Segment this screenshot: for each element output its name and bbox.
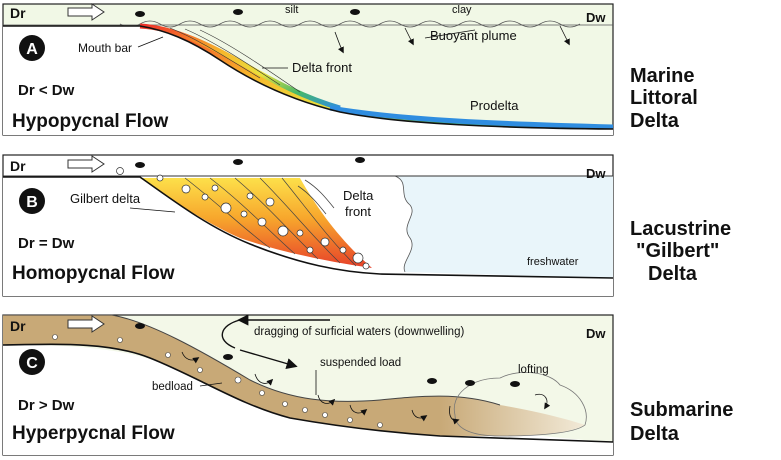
label-delta-front: Delta front: [292, 60, 352, 75]
panel-c: Dr Dw C dragging of surficial waters (do…: [2, 314, 614, 456]
flow-upper-boundary: [3, 314, 501, 406]
label-prodelta: Prodelta: [470, 98, 519, 113]
label-clay: clay: [452, 4, 472, 16]
panel-b-dw: Dw: [586, 166, 606, 181]
mouth-bar-leader: [137, 36, 164, 48]
panel-a-side-title-1: Marine: [630, 65, 694, 87]
label-silt: silt: [285, 4, 298, 16]
panel-a: Dr silt clay Dw A Mouth bar Buoyant plum…: [2, 3, 614, 136]
panel-b-side-title-2: "Gilbert": [636, 240, 719, 262]
panel-c-flow: Hyperpycnal Flow: [12, 423, 175, 444]
label-dragging: dragging of surficial waters (downwellin…: [254, 326, 464, 338]
panel-b-side-title-1: Lacustrine: [630, 218, 731, 240]
label-delta-front-1: Delta: [343, 188, 374, 203]
delta-front-slope: [139, 23, 341, 111]
turbulence-arrows-icon: [181, 351, 551, 425]
panel-b-side-title-3: Delta: [648, 263, 698, 285]
river-inflow-arrow-b-icon: [67, 155, 105, 173]
panel-b: Dr Dw B Gilbert delta Delta front freshw…: [2, 154, 614, 297]
panel-a-side-title-3: Delta: [630, 110, 680, 132]
foreset-lines: [169, 27, 301, 93]
label-delta-front-2: front: [345, 204, 371, 219]
delta-front-arrows-icon: [297, 179, 335, 215]
panel-c-letter: C: [26, 355, 38, 372]
panel-a-dr: Dr: [10, 5, 26, 21]
downwelling-loop: [221, 319, 241, 349]
gravel-clasts-icon: [116, 167, 370, 270]
gilbert-leader: [129, 207, 176, 213]
label-mouth-bar: Mouth bar: [78, 41, 132, 55]
panel-c-side-title-2: Delta: [630, 423, 680, 445]
panel-a-letter: A: [26, 41, 38, 58]
lakebed-line: [3, 176, 614, 279]
label-gilbert-delta: Gilbert delta: [70, 191, 141, 206]
label-buoyant-plume: Buoyant plume: [430, 28, 517, 43]
panel-b-relation: Dr = Dw: [18, 235, 75, 252]
suspended-particles-b-icon: [135, 157, 365, 168]
prodelta-layer: [329, 105, 614, 130]
panel-a-side-title-2: Littoral: [630, 87, 698, 109]
label-lofting: lofting: [518, 364, 549, 376]
panel-b-flow: Homopycnal Flow: [12, 263, 175, 284]
river-inflow-arrow-icon: [67, 3, 105, 21]
label-bedload: bedload: [152, 381, 193, 393]
panel-c-relation: Dr > Dw: [18, 397, 75, 414]
panel-b-dr: Dr: [10, 158, 26, 174]
panel-a-relation: Dr < Dw: [18, 82, 75, 99]
substrate: [3, 26, 613, 135]
bedload-leader: [199, 382, 223, 387]
label-freshwater: freshwater: [527, 256, 579, 268]
downwelling-arrow-bottom-icon: [239, 349, 298, 370]
buoyant-plume-outline: [119, 20, 581, 28]
plume-leader: [424, 29, 476, 39]
label-suspended-load: suspended load: [320, 357, 401, 369]
hyperpycnal-flow-body: [3, 315, 585, 436]
panel-a-badge: [19, 35, 45, 61]
panel-c-dr: Dr: [10, 318, 26, 334]
seabed-line: [2, 343, 614, 443]
panel-c-badge: [19, 349, 45, 375]
panel-a-dw: Dw: [586, 10, 606, 25]
delta-front-plume-outline: [300, 175, 413, 273]
suspended-particles-c-icon: [135, 323, 520, 387]
gilbert-delta-body: [140, 178, 372, 268]
panel-c-dw: Dw: [586, 326, 606, 341]
panel-a-flow: Hypopycnal Flow: [12, 111, 168, 132]
suspended-particles-icon: [135, 9, 360, 17]
bedload-clasts-icon: [52, 334, 383, 428]
panel-b-letter: B: [26, 194, 38, 211]
river-inflow-arrow-c-icon: [67, 315, 105, 333]
seafloor-line: [3, 25, 614, 130]
settling-arrows-icon: [334, 25, 570, 54]
panel-c-substrate: [3, 345, 613, 455]
panel-b-badge: [19, 188, 45, 214]
panel-c-side-title-1: Submarine: [630, 399, 733, 421]
freshwater-body: [300, 176, 613, 278]
lofting-cloud: [453, 372, 587, 437]
